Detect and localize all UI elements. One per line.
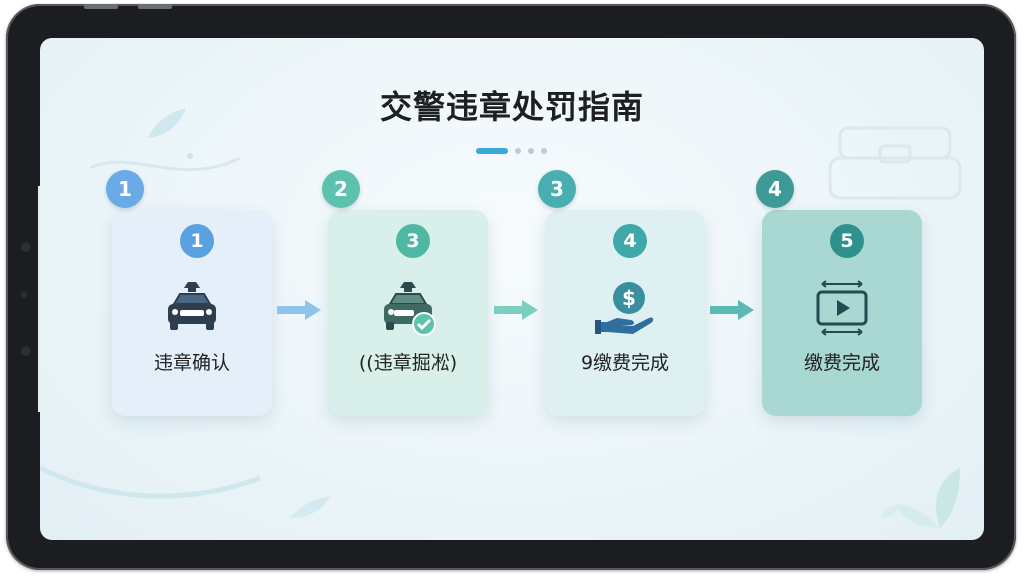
arrow-right-icon [494, 300, 538, 320]
arrow-right-icon [710, 300, 754, 320]
page-title: 交警违章处罚指南 [379, 88, 644, 126]
step-label: 违章确认 [153, 352, 230, 374]
step-card-2[interactable]: 3 ((违章掘凇) [328, 210, 488, 416]
arrow-right-icon [277, 300, 321, 320]
camera-icon [21, 242, 31, 252]
plant-decoration-icon [880, 468, 960, 528]
police-car-icon [168, 282, 216, 330]
step-card-4[interactable]: 5 缴费完成 [762, 210, 922, 416]
step-number: 4 [613, 224, 647, 258]
page-dot[interactable] [528, 148, 534, 154]
leaf-decoration-icon [90, 108, 241, 172]
volume-button [84, 4, 118, 9]
page-dot[interactable] [541, 148, 547, 154]
step-card-3[interactable]: 4 $ 9缴费完成 [545, 210, 705, 416]
step-label: ((违章掘凇) [358, 352, 458, 374]
page-dot[interactable] [515, 148, 521, 154]
page-dot-active[interactable] [476, 148, 508, 154]
video-play-icon [816, 280, 868, 336]
police-car-check-icon [384, 282, 436, 336]
step-label: 缴费完成 [803, 352, 880, 374]
step-card-1[interactable]: 1 违章确认 [112, 210, 272, 416]
sensor-icon [21, 292, 27, 298]
step-badge: 1 [106, 170, 144, 208]
step-number: 3 [396, 224, 430, 258]
step-number: 1 [180, 224, 214, 258]
step-badge: 3 [538, 170, 576, 208]
svg-text:$: $ [622, 286, 636, 310]
step-label: 9缴费完成 [580, 352, 670, 374]
step-number: 5 [830, 224, 864, 258]
sensor-icon [21, 346, 31, 356]
step-badge: 4 [756, 170, 794, 208]
step-badge: 2 [322, 170, 360, 208]
car-outline-decoration-icon [828, 126, 962, 200]
volume-button [138, 4, 172, 9]
wave-decoration-icon [40, 465, 330, 518]
hand-dollar-icon: $ [595, 282, 654, 334]
slide-screen: 交警违章处罚指南 1 违章确认 3 [40, 38, 984, 540]
pagination-dots[interactable] [476, 148, 547, 154]
